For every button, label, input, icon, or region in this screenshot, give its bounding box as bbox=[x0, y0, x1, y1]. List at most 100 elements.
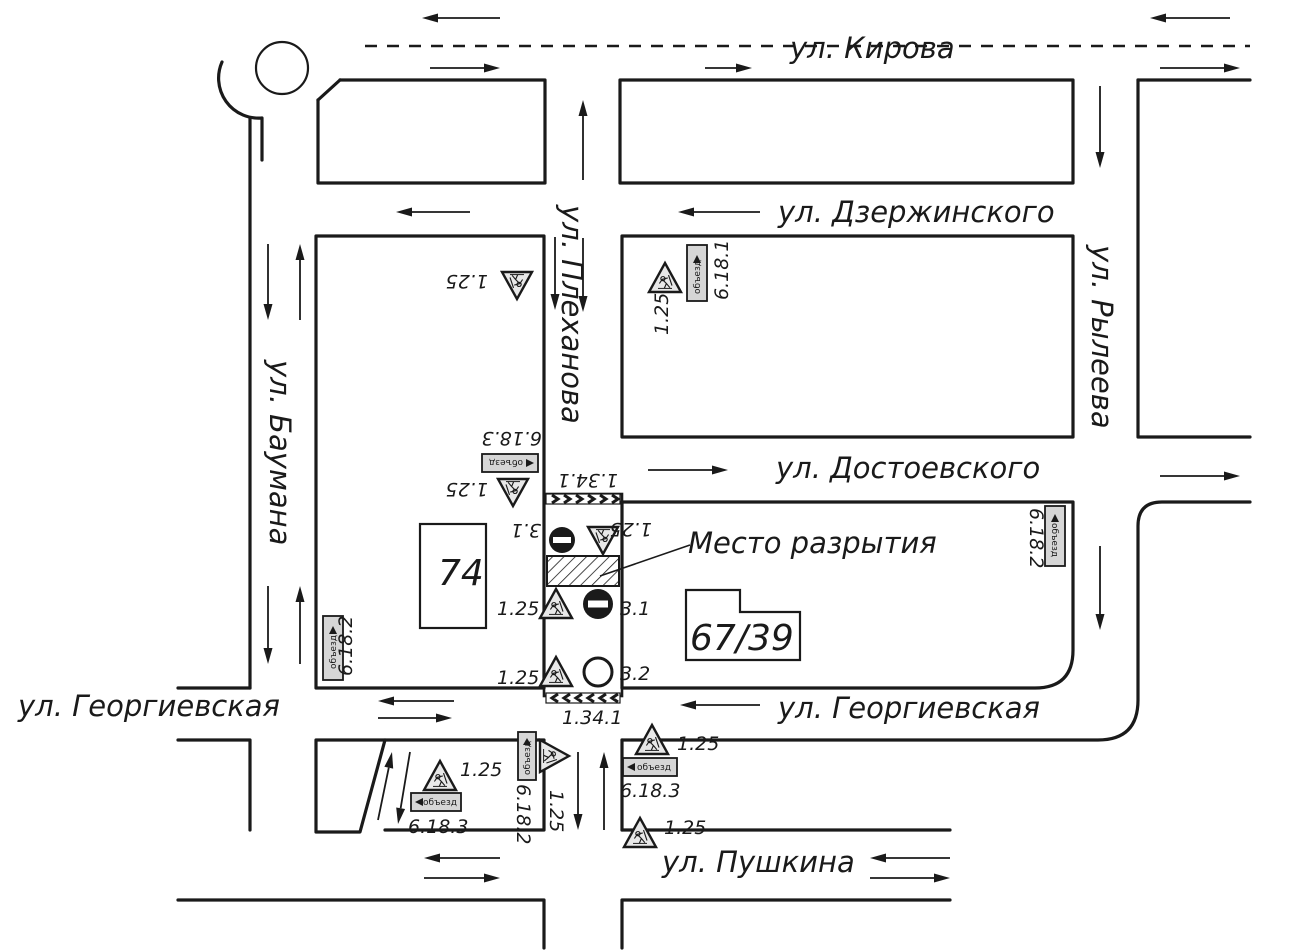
street-label-kirova: ул. Кирова bbox=[789, 31, 955, 65]
arrow-head-icon bbox=[680, 700, 696, 710]
arrow-head-icon bbox=[678, 207, 694, 217]
building-67-39-label: 67/39 bbox=[690, 618, 794, 659]
arrow-head-icon bbox=[1095, 152, 1105, 168]
block-middle bbox=[620, 234, 1075, 439]
detour-plate-icon: объезд bbox=[1044, 505, 1066, 567]
no-entry-sign-icon bbox=[583, 589, 613, 619]
sign-roadwork-icon bbox=[633, 722, 671, 756]
street-label-dzerzhinskogo: ул. Дзержинского bbox=[777, 195, 1055, 229]
street-label-georgievskaya-west: ул. Георгиевская bbox=[17, 689, 280, 723]
block-lower-right bbox=[620, 500, 1075, 690]
sign-code-6-18-2: 6.18.2 bbox=[1025, 508, 1047, 568]
sign-code-1-25: 1.25 bbox=[545, 790, 567, 832]
arrow-head-icon bbox=[712, 465, 728, 475]
street-label-georgievskaya-east: ул. Георгиевская bbox=[777, 691, 1040, 725]
direction-arrow-line bbox=[377, 767, 390, 821]
building-labels: 74 67/39 bbox=[438, 553, 794, 659]
edge-lower-right bbox=[620, 500, 1252, 742]
sign-roadwork-icon bbox=[499, 270, 535, 302]
arrow-head-icon bbox=[599, 752, 609, 768]
sign-code-1-25: 1.25 bbox=[497, 598, 539, 620]
sign-roadwork-icon bbox=[585, 525, 621, 557]
arrow-head-icon bbox=[384, 752, 394, 769]
sign-code-labels: 1.25 1.25 6.18.1 6.18.3 1.25 1.34.1 3.1 … bbox=[335, 240, 1047, 845]
arrow-head-icon bbox=[1095, 614, 1105, 630]
arrow-head-icon bbox=[436, 713, 452, 723]
building-74 bbox=[418, 522, 488, 630]
detour-plate-icon: объезд bbox=[481, 453, 539, 473]
arrow-head-icon bbox=[870, 853, 886, 863]
sign-code-1-25: 1.25 bbox=[460, 759, 502, 781]
street-labels: ул. Кирова ул. Дзержинского ул. Плеханов… bbox=[17, 31, 1119, 879]
no-entry-sign-icon bbox=[549, 527, 575, 553]
arrow-head-icon bbox=[736, 63, 752, 73]
svg-text:объезд: объезд bbox=[1049, 523, 1059, 557]
sign-code-6-18-3: 6.18.3 bbox=[408, 816, 468, 838]
barrier-top bbox=[545, 493, 621, 505]
excavation-label: Место разрытия bbox=[688, 526, 937, 560]
arrow-head-icon bbox=[295, 244, 305, 260]
sign-roadwork-icon bbox=[537, 586, 575, 620]
block-top-middle bbox=[618, 78, 1075, 185]
buildings bbox=[418, 522, 802, 662]
street-label-baumana: ул. Баумана bbox=[263, 359, 297, 545]
arrow-head-icon bbox=[1224, 471, 1240, 481]
arrow-head-icon bbox=[573, 814, 583, 830]
detour-plate-icon: объезд bbox=[686, 244, 708, 302]
detour-plate-icon: объезд bbox=[517, 731, 537, 781]
roundabout-right bbox=[316, 78, 342, 102]
sign-code-6-18-3: 6.18.3 bbox=[620, 780, 680, 802]
sign-code-1-25: 1.25 bbox=[446, 478, 488, 500]
arrow-head-icon bbox=[422, 13, 438, 23]
svg-text:объезд: объезд bbox=[637, 763, 671, 773]
pushkina-south-edge bbox=[176, 898, 952, 950]
excavation-leader-line bbox=[599, 544, 691, 577]
sign-code-3-1: 3.1 bbox=[511, 519, 541, 541]
sign-roadwork-icon bbox=[646, 260, 684, 294]
svg-text:объезд: объезд bbox=[489, 457, 523, 467]
sign-roadwork-icon bbox=[621, 815, 659, 849]
arrow-head-icon bbox=[934, 873, 950, 883]
svg-text:объезд: объезд bbox=[523, 741, 533, 775]
sign-code-1-34-1: 1.34.1 bbox=[558, 469, 618, 491]
arrow-head-icon bbox=[484, 873, 500, 883]
sign-code-1-25: 1.25 bbox=[664, 817, 706, 839]
block-right-top bbox=[1136, 78, 1252, 439]
arrow-head-icon bbox=[578, 296, 588, 312]
roundabout-left bbox=[217, 60, 264, 162]
sign-code-1-25: 1.25 bbox=[677, 733, 719, 755]
block-top-left bbox=[316, 78, 547, 185]
arrow-head-icon bbox=[484, 63, 500, 73]
sign-roadwork-icon bbox=[495, 477, 531, 509]
arrow-head-icon bbox=[378, 696, 394, 706]
traffic-direction-arrows bbox=[263, 13, 1240, 883]
arrow-head-icon bbox=[263, 304, 273, 320]
arrow-head-icon bbox=[396, 807, 406, 824]
barrier-bottom bbox=[545, 692, 621, 704]
sign-code-6-18-2: 6.18.2 bbox=[335, 616, 357, 676]
no-vehicles-sign-icon bbox=[582, 656, 614, 688]
detour-plate-icon: объезд bbox=[410, 792, 462, 812]
arrow-head-icon bbox=[1150, 13, 1166, 23]
street-label-pushkina: ул. Пушкина bbox=[661, 845, 855, 879]
arrow-head-icon bbox=[578, 100, 588, 116]
direction-arrow-line bbox=[399, 751, 411, 809]
arrow-head-icon bbox=[1224, 63, 1240, 73]
sign-roadwork-icon bbox=[537, 654, 575, 688]
sign-code-1-25: 1.25 bbox=[610, 518, 652, 540]
sign-code-6-18-2: 6.18.2 bbox=[512, 784, 534, 844]
arrow-head-icon bbox=[396, 207, 412, 217]
street-label-dostoevskogo: ул. Достоевского bbox=[775, 451, 1040, 485]
arrow-head-icon bbox=[424, 853, 440, 863]
sign-code-6-18-3: 6.18.3 bbox=[482, 427, 542, 449]
sign-code-3-2: 3.2 bbox=[620, 663, 650, 685]
road-outlines bbox=[176, 40, 1252, 950]
sign-code-6-18-1: 6.18.1 bbox=[711, 240, 733, 300]
sign-code-1-25: 1.25 bbox=[497, 667, 539, 689]
baumana-sw-edge bbox=[176, 686, 252, 832]
svg-text:объезд: объезд bbox=[693, 260, 703, 294]
building-67-39 bbox=[684, 588, 802, 662]
arrow-head-icon bbox=[295, 586, 305, 602]
arrow-head-icon bbox=[550, 294, 560, 310]
